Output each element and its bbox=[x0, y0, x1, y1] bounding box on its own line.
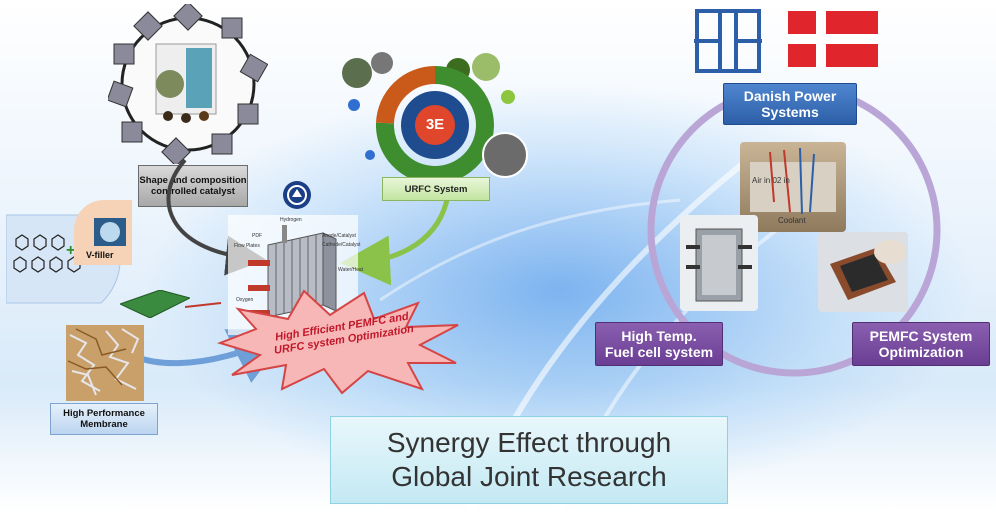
stack-label-cathode: Cathode/Catalyst bbox=[322, 242, 361, 248]
main-title-line1: Synergy Effect through bbox=[386, 427, 672, 458]
stack-hardware-photo bbox=[680, 215, 758, 311]
main-title-box: Synergy Effect through Global Joint Rese… bbox=[330, 416, 728, 504]
stack-label-oxygen: Oxygen bbox=[236, 297, 254, 303]
filler-text: V-filler bbox=[86, 250, 114, 260]
membrane-label-text: High Performance Membrane bbox=[63, 408, 145, 430]
danish-power-label: Danish Power Systems bbox=[723, 83, 857, 125]
catalyst-ring bbox=[106, 1, 269, 167]
membrane-molecular-image bbox=[66, 325, 144, 401]
svg-text:+: + bbox=[66, 242, 75, 259]
photo-text-coolant: Coolant bbox=[778, 216, 806, 225]
pemfc-line2: Optimization bbox=[878, 344, 964, 360]
stack-label-pdf: PDF bbox=[252, 233, 262, 239]
stack-label-anode: Anode/Catalyst bbox=[322, 233, 356, 239]
high-temp-label: High Temp. Fuel cell system bbox=[595, 322, 723, 366]
catalyst-label-text: Shape and composition controlled catalys… bbox=[139, 175, 247, 197]
high-temp-line2: Fuel cell system bbox=[604, 344, 714, 360]
badge-3e: 3E bbox=[425, 116, 445, 133]
optimization-burst: High Efficient PEMFC and URFC system Opt… bbox=[208, 285, 470, 395]
main-title-line2: Global Joint Research bbox=[391, 461, 667, 492]
stack-label-water: Water/Heat bbox=[338, 267, 364, 273]
photo-text-air: Air in 02 in bbox=[752, 176, 790, 185]
urfc-diagram: 3E bbox=[340, 45, 530, 185]
danish-label-line1: Danish Power bbox=[743, 88, 837, 104]
university-seal-icon bbox=[282, 180, 312, 210]
pemfc-line1: PEMFC System bbox=[869, 328, 973, 344]
stack-label-hydrogen: Hydrogen bbox=[280, 217, 302, 223]
filler-image: V-filler bbox=[74, 200, 132, 265]
membrane-arrow bbox=[184, 296, 225, 308]
dps-logo-icon bbox=[694, 8, 762, 74]
high-temp-line1: High Temp. bbox=[621, 328, 697, 344]
catalyst-label: Shape and composition controlled catalys… bbox=[138, 165, 248, 207]
danish-flag-icon bbox=[788, 11, 878, 67]
membrane-assembly-photo bbox=[818, 232, 908, 312]
pemfc-label: PEMFC System Optimization bbox=[852, 322, 990, 366]
danish-label-line2: Systems bbox=[761, 104, 819, 120]
stack-label-flow-plates: Flow Plates bbox=[234, 243, 260, 249]
urfc-label-text: URFC System bbox=[404, 183, 468, 195]
urfc-label: URFC System bbox=[382, 177, 490, 201]
membrane-label: High Performance Membrane bbox=[50, 403, 158, 435]
